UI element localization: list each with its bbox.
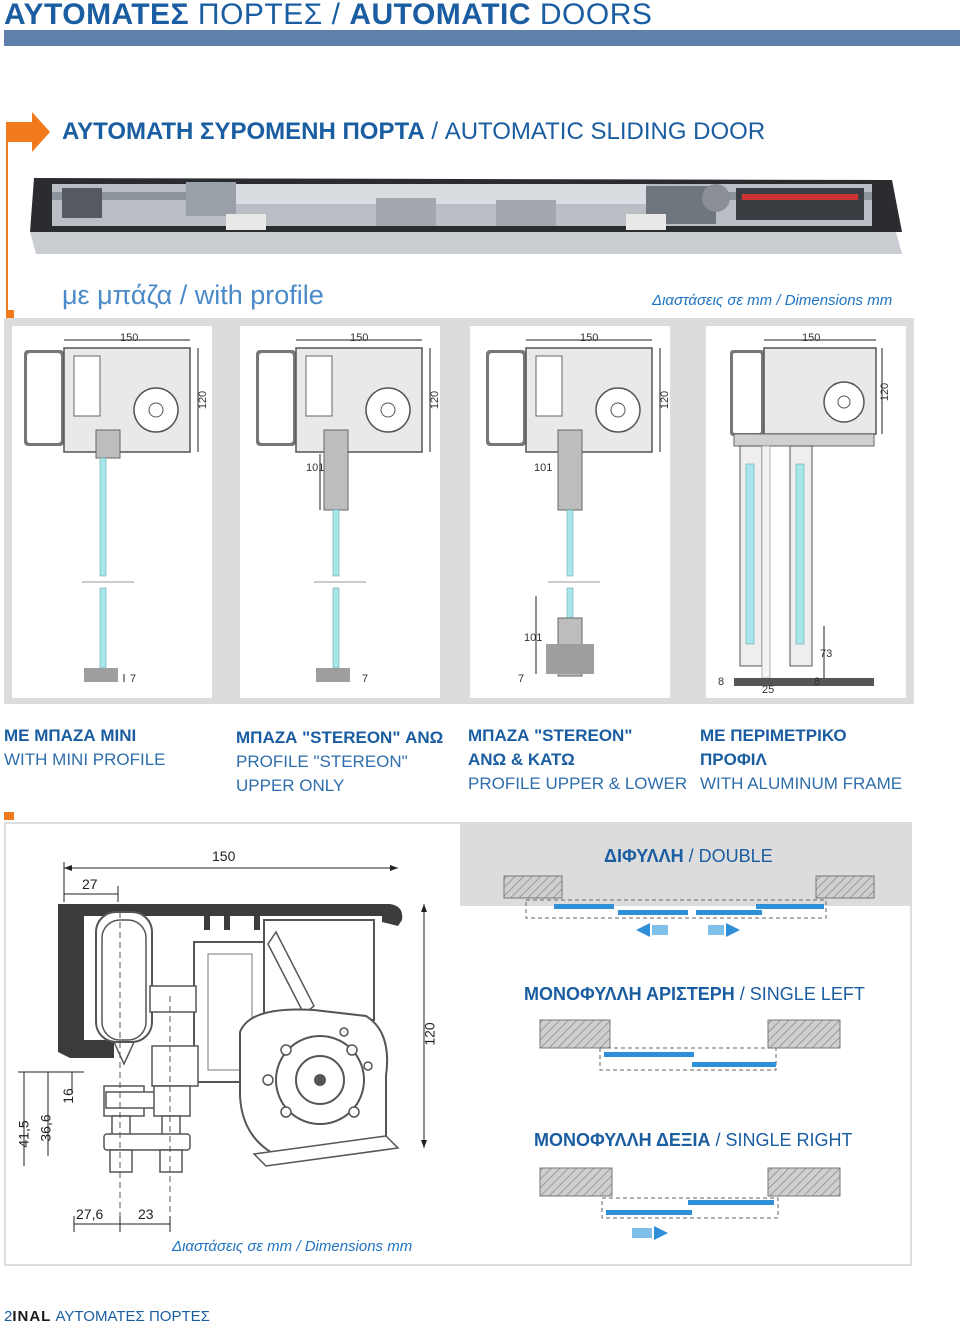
dim-width: 150 <box>802 332 821 344</box>
config-label-single-left: ΜΟΝΟΦΥΛΛΗ ΑΡΙΣΤΕΡΗ / SINGLE LEFT <box>524 984 865 1005</box>
detail-dim-27-6: 27,6 <box>76 1206 104 1222</box>
footer-text: ΑΥΤΟΜΑΤΕΣ ΠΟΡΤΕΣ <box>51 1308 210 1325</box>
dimensions-note-greek: Διαστάσεις σε mm <box>652 292 773 309</box>
caption-stereon-upper-greek: ΜΠΑΖΑ "STEREON" ΑΝΩ <box>236 728 444 747</box>
dim-mid: 101 <box>306 462 325 474</box>
detail-dimensions-note: Διαστάσεις σε mm / Dimensions mm <box>172 1238 412 1255</box>
dim-width: 150 <box>350 332 369 344</box>
caption-aluminum-frame-en: WITH ALUMINUM FRAME <box>700 774 903 793</box>
section-accent <box>4 110 54 320</box>
section-title-greek: ΑΥΤΟΜΑΤΗ ΣΥΡΟΜΕΝΗ ΠΟΡΤΑ <box>62 118 425 145</box>
detail-dim-16: 16 <box>59 1088 76 1104</box>
caption-mini-greek: ΜΕ ΜΠΑΖΑ MINI <box>4 726 137 745</box>
dim-width: 150 <box>580 332 599 344</box>
config-label-double-greek: ΔΙΦΥΛΛΗ <box>604 846 684 866</box>
detail-dim-height: 120 <box>421 1022 438 1046</box>
config-label-double: ΔΙΦΥΛΛΗ / DOUBLE <box>604 846 773 867</box>
caption-stereon-both-greek-2: ΑΝΩ & ΚΑΤΩ <box>468 750 575 769</box>
caption-stereon-both: ΜΠΑΖΑ "STEREON" ΑΝΩ & ΚΑΤΩ PROFILE UPPER… <box>468 724 687 796</box>
config-label-single-left-en: / SINGLE LEFT <box>734 984 865 1004</box>
caption-stereon-upper-en-2: UPPER ONLY <box>236 776 345 795</box>
dimensions-note-en: / Dimensions mm <box>772 292 893 309</box>
dim-right: 8 <box>814 676 821 688</box>
page-title: ΑΥΤΟΜΑΤΕΣ ΠΟΡΤΕΣ / AUTOMATIC DOORS <box>4 0 652 32</box>
detail-dimensions-note-en: / Dimensions mm <box>292 1238 413 1255</box>
detail-panel-border <box>4 822 912 1266</box>
dim-height: 120 <box>197 390 210 410</box>
dim-lower: 101 <box>524 632 543 644</box>
section-title: ΑΥΤΟΜΑΤΗ ΣΥΡΟΜΕΝΗ ΠΟΡΤΑ / AUTOMATIC SLID… <box>62 118 765 146</box>
brand-logo: INAL <box>12 1308 52 1325</box>
config-label-double-en: / DOUBLE <box>683 846 773 866</box>
caption-stereon-both-greek-1: ΜΠΑΖΑ "STEREON" <box>468 726 633 745</box>
section-marker <box>4 812 14 820</box>
detail-drawing: 150 27 120 16 36,6 41,5 27,6 23 <box>14 836 454 1256</box>
dim-height: 120 <box>429 390 442 410</box>
dim-center: 25 <box>762 684 775 696</box>
dim-width: 150 <box>120 332 139 344</box>
diagram-double <box>500 874 880 940</box>
dimensions-note: Διαστάσεις σε mm / Dimensions mm <box>652 292 892 309</box>
config-label-single-right: ΜΟΝΟΦΥΛΛΗ ΔΕΞΙΑ / SINGLE RIGHT <box>534 1130 853 1151</box>
page-title-greek: ΑΥΤΟΜΑΤΕΣ <box>4 0 190 31</box>
caption-stereon-both-en: PROFILE UPPER & LOWER <box>468 774 688 793</box>
page-title-end: DOORS <box>531 0 653 31</box>
variant-panel-stereon-upper: 150 120 101 7 <box>240 326 442 698</box>
section-subtitle: με μπάζα / with profile <box>62 280 324 310</box>
dim-side: 73 <box>820 648 833 660</box>
footer: 2INAL ΑΥΤΟΜΑΤΕΣ ΠΟΡΤΕΣ <box>4 1308 210 1325</box>
caption-mini: ΜΕ ΜΠΑΖΑ MINI WITH MINI PROFILE <box>4 724 166 772</box>
dim-height: 120 <box>879 382 892 402</box>
detail-dim-width: 150 <box>212 848 236 864</box>
page-title-en-bold: AUTOMATIC <box>349 0 532 31</box>
operator-photo <box>26 170 906 262</box>
page-title-mid: ΠΟΡΤΕΣ / <box>197 0 350 31</box>
variant-panel-mini: 150 120 7 <box>12 326 212 698</box>
dim-bottom: 7 <box>362 673 369 685</box>
page-number: 2 <box>4 1308 13 1325</box>
variant-panel-stereon-both: 150 120 101 101 7 <box>470 326 672 698</box>
variant-panel-aluminum-frame: 150 120 73 8 25 8 <box>706 326 906 698</box>
caption-stereon-upper: ΜΠΑΖΑ "STEREON" ΑΝΩ PROFILE "STEREON" UP… <box>236 726 443 798</box>
caption-mini-en: WITH MINI PROFILE <box>4 750 166 769</box>
caption-stereon-upper-en-1: PROFILE "STEREON" <box>236 752 408 771</box>
caption-aluminum-frame-greek-1: ΜΕ ΠΕΡΙΜΕΤΡΙΚΟ <box>700 726 847 745</box>
detail-dimensions-note-greek: Διαστάσεις σε mm <box>172 1238 293 1255</box>
config-label-single-right-greek: ΜΟΝΟΦΥΛΛΗ ΔΕΞΙΑ <box>534 1130 711 1150</box>
dim-bottom: 7 <box>518 673 525 685</box>
dim-height: 120 <box>659 390 672 410</box>
caption-aluminum-frame-greek-2: ΠΡΟΦΙΛ <box>700 750 767 769</box>
diagram-single-left <box>536 1018 876 1084</box>
section-title-en: / AUTOMATIC SLIDING DOOR <box>424 118 766 145</box>
dim-left: 8 <box>718 676 725 688</box>
detail-dim-left-offset: 27 <box>82 876 98 892</box>
config-label-single-left-greek: ΜΟΝΟΦΥΛΛΗ ΑΡΙΣΤΕΡΗ <box>524 984 735 1004</box>
header-bar <box>4 30 960 46</box>
config-label-single-right-en: / SINGLE RIGHT <box>710 1130 853 1150</box>
detail-dim-41: 41,5 <box>15 1120 32 1148</box>
caption-aluminum-frame: ΜΕ ΠΕΡΙΜΕΤΡΙΚΟ ΠΡΟΦΙΛ WITH ALUMINUM FRAM… <box>700 724 902 796</box>
diagram-single-right <box>536 1166 876 1242</box>
dim-mid: 101 <box>534 462 553 474</box>
detail-dim-36: 36,6 <box>37 1114 54 1142</box>
detail-dim-23: 23 <box>138 1206 154 1222</box>
dim-bottom: 7 <box>130 673 137 685</box>
